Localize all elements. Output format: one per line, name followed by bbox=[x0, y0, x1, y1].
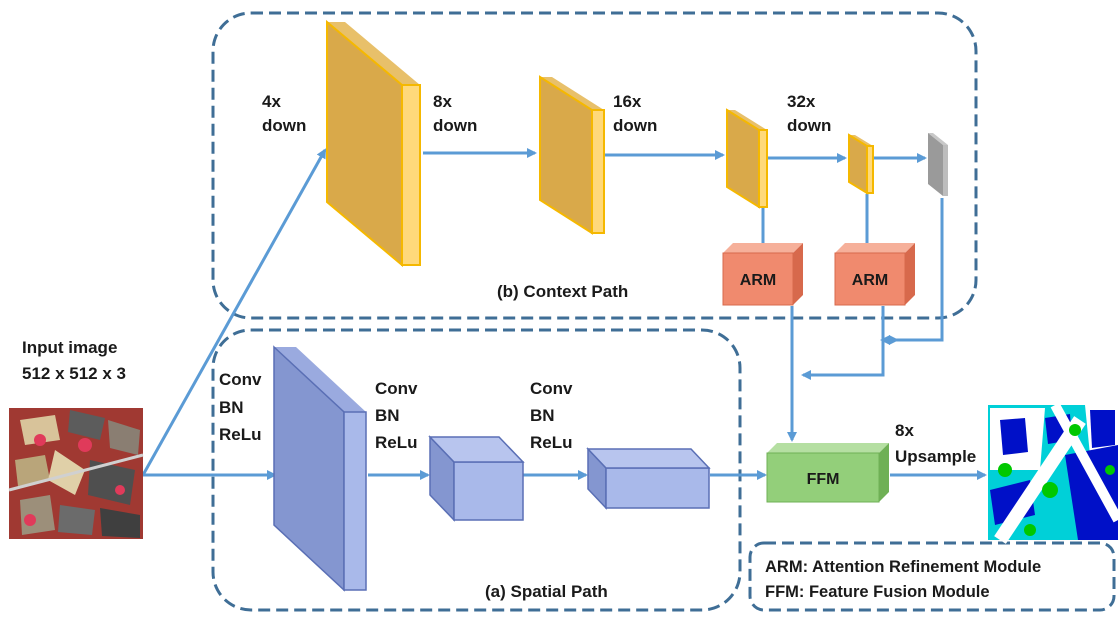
context-block-16x bbox=[726, 108, 768, 209]
spatial-block-3 bbox=[586, 447, 711, 510]
conv-label-1-l2: BN bbox=[219, 398, 244, 417]
arm-label-1: ARM bbox=[740, 272, 776, 289]
context-block-4x bbox=[326, 19, 421, 268]
spatial-block-1 bbox=[273, 345, 367, 592]
conv-label-1-l3: ReLu bbox=[219, 425, 262, 444]
down-label-4x-l2: down bbox=[262, 116, 306, 135]
down-label-16x-l1: 16x bbox=[613, 92, 642, 111]
spatial-path-container bbox=[211, 328, 742, 612]
upsample-label-l2: Upsample bbox=[895, 447, 976, 466]
arm-label-2: ARM bbox=[852, 272, 888, 289]
legend-line-ffm: FFM: Feature Fusion Module bbox=[765, 583, 990, 601]
global-pool-block bbox=[928, 133, 948, 196]
context-block-8x bbox=[539, 75, 605, 235]
arm-box-1 bbox=[722, 243, 803, 306]
conv-label-1-l1: Conv bbox=[219, 370, 262, 389]
down-label-16x-l2: down bbox=[613, 116, 657, 135]
down-label-8x-l1: 8x bbox=[433, 92, 452, 111]
ffm-label: FFM bbox=[807, 471, 840, 488]
conv-label-2-l1: Conv bbox=[375, 379, 418, 398]
down-label-32x-l1: 32x bbox=[787, 92, 816, 111]
conv-label-3-l1: Conv bbox=[530, 379, 573, 398]
arrow-arm2-to-merge bbox=[801, 306, 885, 380]
upsample-label-l1: 8x bbox=[895, 421, 914, 440]
input-image bbox=[8, 408, 144, 539]
down-label-4x-l1: 4x bbox=[262, 92, 281, 111]
down-label-8x-l2: down bbox=[433, 116, 477, 135]
input-label-l1: Input image bbox=[22, 338, 117, 357]
arrow-input-to-context bbox=[141, 148, 327, 476]
spatial-block-2 bbox=[428, 435, 525, 522]
conv-label-3-l2: BN bbox=[530, 406, 555, 425]
conv-label-3-l3: ReLu bbox=[530, 433, 573, 452]
legend-line-arm: ARM: Attention Refinement Module bbox=[765, 558, 1041, 576]
context-path-title: (b) Context Path bbox=[497, 282, 628, 301]
connector-arrows bbox=[141, 148, 987, 480]
input-label-l2: 512 x 512 x 3 bbox=[22, 364, 126, 383]
arrow-gray-to-merge bbox=[885, 198, 944, 342]
arm-box-2 bbox=[834, 243, 915, 306]
spatial-path-title: (a) Spatial Path bbox=[485, 582, 608, 601]
context-path-container bbox=[211, 11, 978, 320]
conv-label-2-l3: ReLu bbox=[375, 433, 418, 452]
conv-label-2-l2: BN bbox=[375, 406, 400, 425]
legend-container bbox=[748, 541, 1116, 612]
context-block-32x bbox=[848, 133, 874, 195]
down-label-32x-l2: down bbox=[787, 116, 831, 135]
ffm-box bbox=[766, 443, 889, 503]
output-segmentation bbox=[988, 402, 1119, 544]
